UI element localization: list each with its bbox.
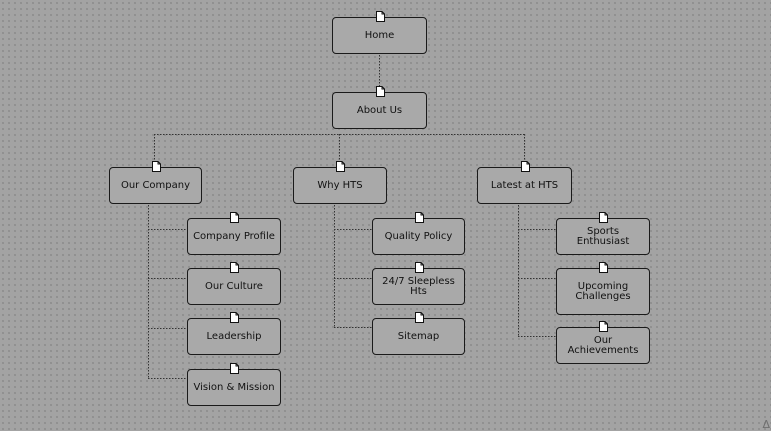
node-label: Our Company <box>120 179 191 191</box>
page-icon <box>599 212 608 223</box>
page-icon <box>230 312 239 323</box>
page-icon <box>414 212 424 223</box>
page-icon <box>414 312 424 323</box>
page-icon <box>520 161 530 172</box>
page-icon <box>375 11 385 22</box>
node-label: About Us <box>356 104 403 116</box>
node-company-profile[interactable]: Company Profile <box>187 212 281 255</box>
node-about-us[interactable]: About Us <box>332 86 427 129</box>
node-upcoming-challenges[interactable]: Upcoming Challenges <box>556 262 650 315</box>
node-label: Home <box>364 29 395 41</box>
page-icon <box>230 262 239 273</box>
node-our-culture[interactable]: Our Culture <box>187 262 281 305</box>
node-vision-mission[interactable]: Vision & Mission <box>187 363 281 406</box>
node-latest-at-hts[interactable]: Latest at HTS <box>477 161 572 204</box>
node-label: Vision & Mission <box>193 381 275 393</box>
node-label: Why HTS <box>317 179 363 191</box>
page-icon <box>230 363 239 374</box>
node-label: Our Achievements <box>567 334 639 356</box>
node-home[interactable]: Home <box>332 11 427 54</box>
node-leadership[interactable]: Leadership <box>187 312 281 355</box>
page-icon <box>599 321 608 332</box>
node-quality-policy[interactable]: Quality Policy <box>372 212 465 255</box>
node-label: Company Profile <box>193 230 275 242</box>
page-icon <box>599 262 608 273</box>
node-label: Our Culture <box>205 280 263 292</box>
node-our-achievements[interactable]: Our Achievements <box>556 321 650 364</box>
node-label: 24/7 Sleepless Hts <box>382 275 455 297</box>
node-sitemap[interactable]: Sitemap <box>372 312 465 355</box>
node-label: Sports Enthusiast <box>576 225 630 247</box>
warning-triangle-icon: Δ <box>762 418 770 431</box>
node-label: Latest at HTS <box>490 179 559 191</box>
page-icon <box>230 212 239 223</box>
node-sleepless-hts[interactable]: 24/7 Sleepless Hts <box>372 262 465 305</box>
node-label: Quality Policy <box>384 230 453 242</box>
page-icon <box>375 86 385 97</box>
node-why-hts[interactable]: Why HTS <box>293 161 387 204</box>
page-icon <box>336 161 345 172</box>
node-our-company[interactable]: Our Company <box>109 161 202 204</box>
node-label: Upcoming Challenges <box>575 280 631 302</box>
node-sports-enthusiast[interactable]: Sports Enthusiast <box>556 212 650 255</box>
page-icon <box>151 161 161 172</box>
node-label: Sitemap <box>397 330 440 342</box>
node-label: Leadership <box>206 330 262 342</box>
page-icon <box>414 262 424 273</box>
